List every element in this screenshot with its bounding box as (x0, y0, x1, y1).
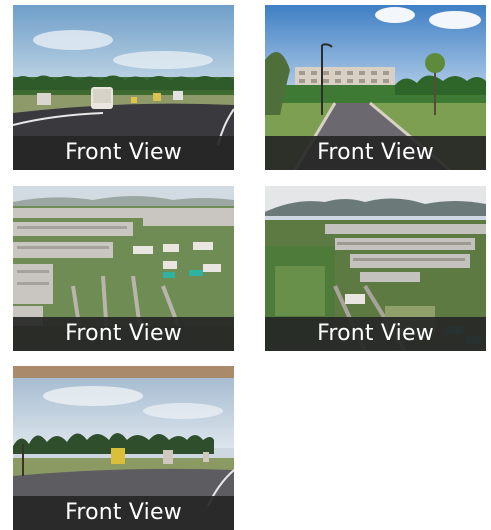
tile-caption: Front View (13, 136, 234, 170)
tile-caption: Front View (13, 496, 234, 530)
gallery-tile-2[interactable]: Front View (265, 5, 486, 170)
tile-caption: Front View (265, 317, 486, 351)
gallery-tile-3[interactable]: Front View (13, 186, 234, 351)
tile-caption: Front View (13, 317, 234, 351)
gallery-tile-4[interactable]: Front View (265, 186, 486, 351)
tile-caption: Front View (265, 136, 486, 170)
gallery-tile-1[interactable]: Front View (13, 5, 234, 170)
gallery-tile-5[interactable]: Front View (13, 366, 234, 530)
